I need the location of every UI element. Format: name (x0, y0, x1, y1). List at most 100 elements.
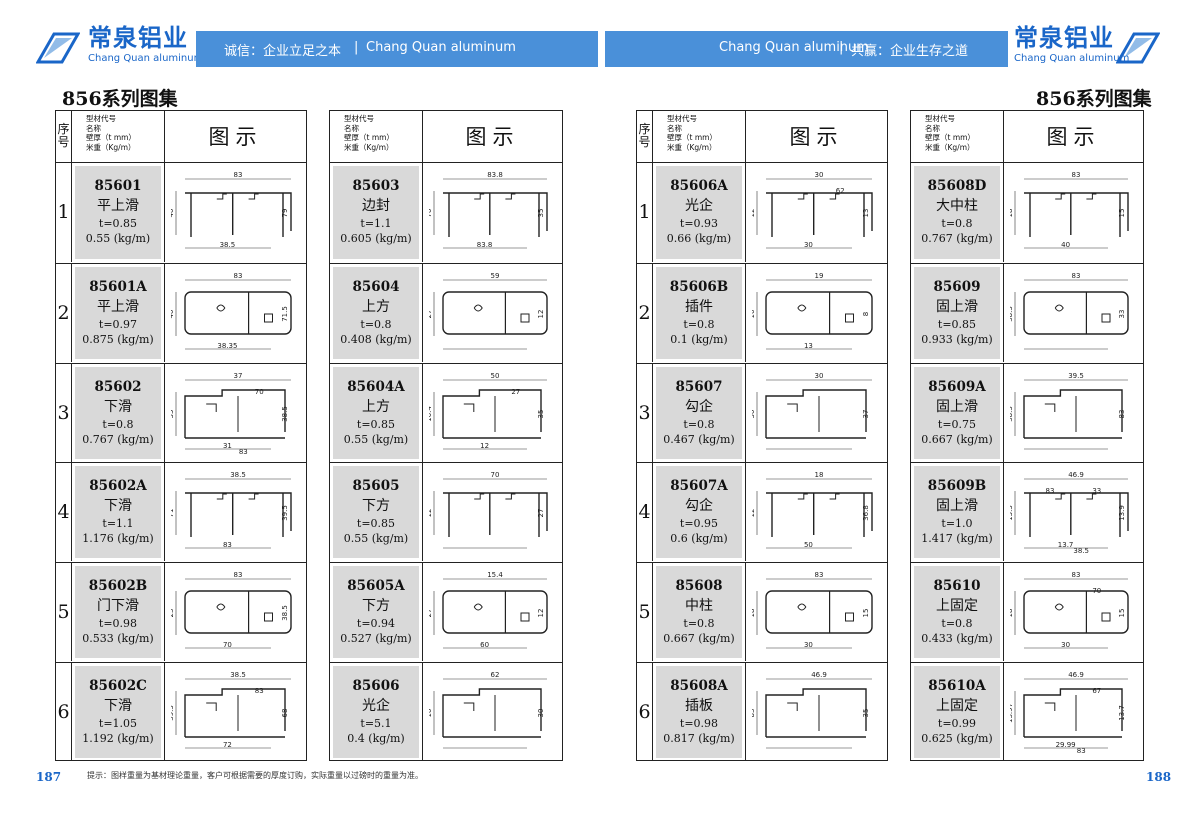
dimension-label: 35 (537, 209, 545, 218)
dimension-label: 15 (1118, 609, 1126, 618)
meter-weight: 0.408 (kg/m) (340, 332, 412, 346)
wall-thickness: t=0.8 (683, 317, 715, 331)
dimension-label: 39.5 (281, 506, 289, 522)
desc-background (75, 266, 161, 359)
brand-name-cn: 常泉铝业 (1014, 24, 1114, 52)
profile-name: 大中柱 (936, 198, 978, 214)
profile-name: 上固定 (936, 598, 978, 615)
dimension-label: 50 (491, 372, 500, 380)
profile-description: 85603 边封 t=1.1 0.605 (kg/m) (330, 163, 422, 262)
meter-weight: 0.55 (kg/m) (343, 432, 409, 446)
dimension-label: 46.9 (1068, 671, 1084, 679)
slogan-left-cn: 诚信：企业立足之本 (224, 44, 342, 59)
header-figure: 图示 (164, 111, 306, 163)
profile-name: 上方 (362, 298, 390, 315)
desc-background (75, 466, 161, 559)
profile-name: 边封 (362, 198, 390, 214)
meter-weight: 0.767 (kg/m) (921, 232, 993, 245)
dimension-label: 30 (815, 171, 824, 179)
dimension-label: 30 (815, 372, 824, 380)
profile-table-4: 型材代号名称壁厚（t mm）米重（Kg/m）图示 85608D 大中柱 t=0.… (910, 110, 1144, 761)
dimension-label: 38.5 (281, 406, 289, 422)
wall-thickness: t=0.8 (360, 317, 392, 331)
dimension-label: 46.9 (811, 671, 827, 679)
row-number: 4 (56, 463, 72, 562)
profile-description: 85606B 插件 t=0.8 0.1 (kg/m) (653, 264, 745, 362)
desc-background (656, 566, 742, 659)
profile-code: 85602B (88, 578, 148, 595)
meter-weight: 0.55 (kg/m) (343, 532, 409, 546)
profile-section-diagram: 18 36.8 12 50 (752, 471, 873, 549)
wall-thickness: t=0.85 (98, 217, 138, 230)
brand-left: 常泉铝业 Chang Quan aluminum (88, 25, 203, 64)
desc-background (914, 266, 1000, 359)
meter-weight: 0.4 (kg/m) (347, 732, 405, 745)
table-header: 型材代号名称壁厚（t mm）米重（Kg/m）图示 (330, 111, 562, 163)
profile-name: 门下滑 (97, 598, 139, 615)
dimension-label: 12 (752, 509, 756, 518)
dimension-label: 59 (491, 272, 500, 280)
dimension-label: 29.99 (1056, 741, 1076, 749)
profile-code: 85602C (89, 678, 147, 694)
row-number: 6 (637, 663, 653, 761)
wall-thickness: t=1.1 (360, 217, 392, 230)
wall-thickness: t=0.75 (937, 417, 977, 431)
dimension-label: 50 (804, 541, 813, 549)
dimension-label: 30 (804, 241, 813, 249)
wall-thickness: t=0.85 (356, 517, 396, 531)
dimension-label: 83 (234, 272, 243, 280)
header-info: 型材代号名称壁厚（t mm）米重（Kg/m） (925, 114, 975, 152)
wall-thickness: t=5.1 (360, 717, 392, 730)
dimension-label: 10 (429, 709, 433, 718)
dimension-label: 83 (1046, 487, 1055, 495)
footer-note: 提示：图样重量为基材理论重量，客户可根据需要的厚度订购，实际重量以过磅时的重量为… (87, 771, 423, 780)
dimension-label: 13.9 (1118, 506, 1126, 522)
dimension-label: 36.8 (862, 506, 870, 522)
slogan-right-cn: 共赢：企业生存之道 (851, 44, 969, 59)
desc-background (75, 166, 161, 259)
dimension-label: 18 (815, 471, 824, 479)
header-info-line: 型材代号 (667, 114, 697, 123)
profile-name: 平上滑 (97, 298, 139, 315)
dimension-label: 27 (429, 309, 433, 318)
page-number-left: 187 (36, 770, 62, 784)
header-info-line: 壁厚（t mm） (344, 133, 394, 142)
dimension-label: 55 (171, 409, 175, 418)
dimension-label: 83 (1118, 409, 1126, 418)
profile-description: 85610 上固定 t=0.8 0.433 (kg/m) (911, 563, 1003, 661)
header-info-line: 名称 (667, 123, 682, 133)
profile-code: 85606B (669, 278, 729, 295)
header-info-line: 米重（Kg/m） (86, 142, 136, 152)
profile-code: 85608A (670, 678, 728, 694)
profile-code: 85609B (927, 478, 987, 495)
profile-description: 85610A 上固定 t=0.99 0.625 (kg/m) (911, 663, 1003, 761)
profile-description: 85604A 上方 t=0.85 0.55 (kg/m) (330, 364, 422, 462)
dimension-label: 62 (491, 671, 500, 679)
wall-thickness: t=1.1 (102, 517, 134, 531)
dimension-label: 8 (862, 312, 870, 316)
meter-weight: 0.433 (kg/m) (921, 632, 993, 646)
meter-weight: 1.192 (kg/m) (82, 732, 154, 745)
profile-code: 85607 (675, 378, 723, 395)
brand-name-cn: 常泉铝业 (88, 24, 188, 52)
dimension-label: 68 (281, 709, 289, 718)
profile-drawing: 18 36.8 12 50 (745, 463, 887, 562)
